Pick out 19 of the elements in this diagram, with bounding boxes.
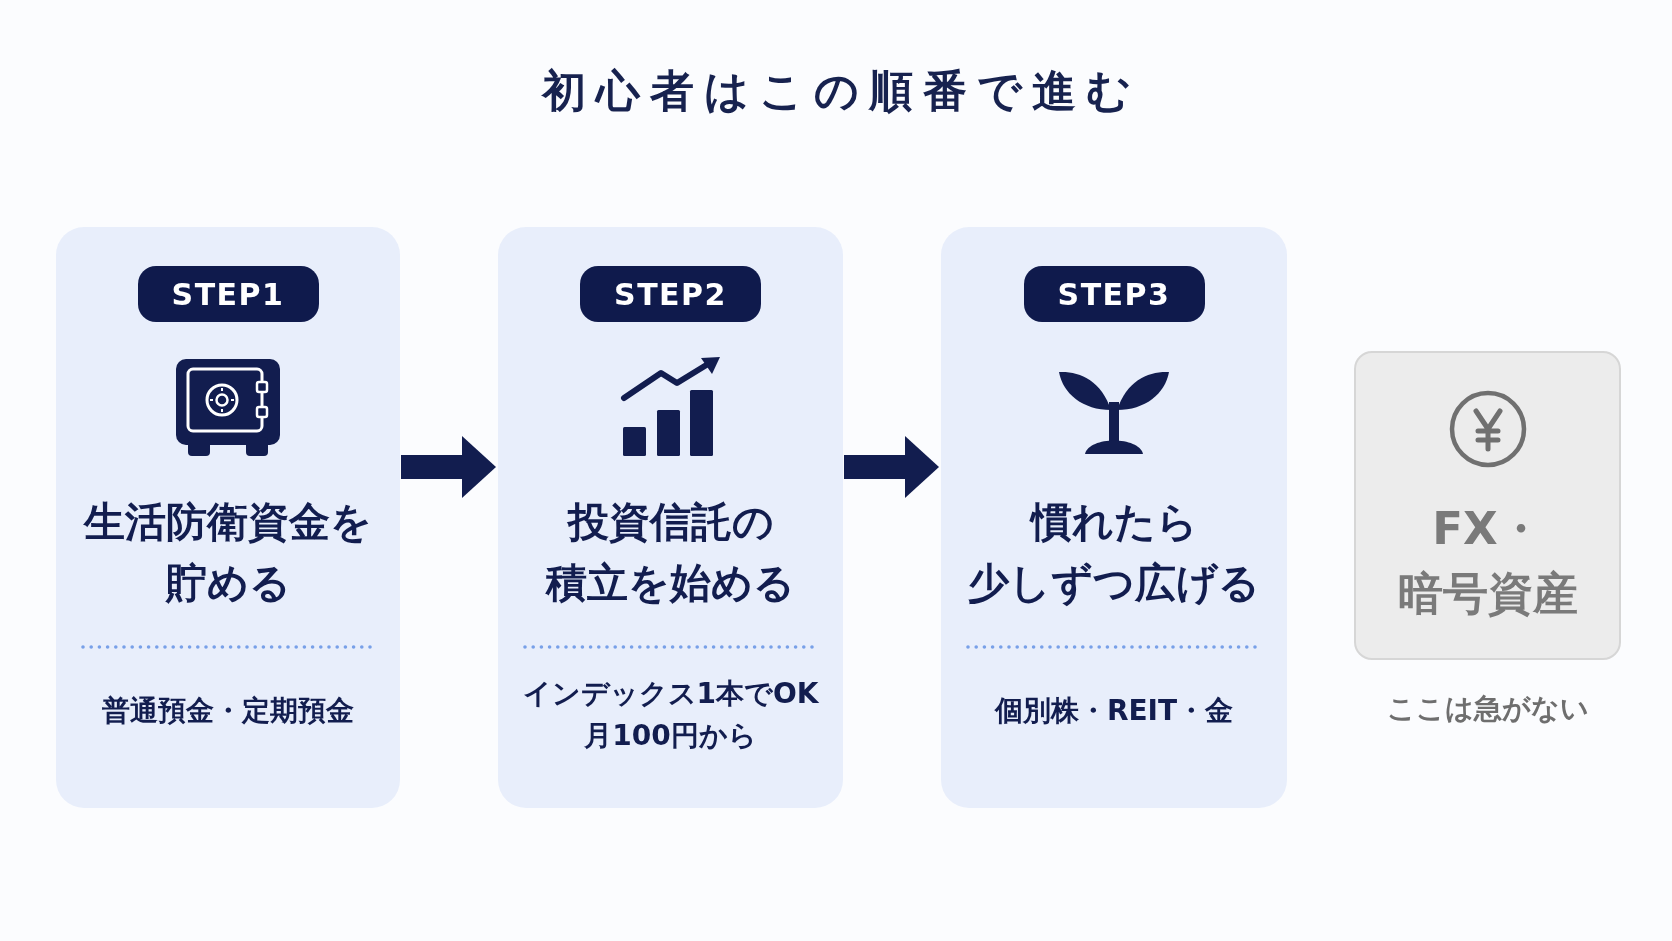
note-text: 個別株・REIT・金 bbox=[994, 693, 1234, 729]
caption-text: ここは急がない bbox=[1386, 691, 1589, 727]
step-heading: 慣れたら少しずつ広げる bbox=[968, 497, 1260, 609]
note-text: インデックス1本でOK bbox=[522, 676, 819, 712]
step-card bbox=[498, 227, 843, 808]
step-card bbox=[56, 227, 400, 808]
note-text: 普通預金・定期預金 bbox=[102, 693, 354, 729]
step-heading: 生活防衛資金を貯める bbox=[84, 497, 372, 609]
step-card bbox=[941, 227, 1287, 808]
step-badge: STEP2 bbox=[580, 266, 761, 322]
step-heading: 投資信託の積立を始める bbox=[546, 497, 795, 609]
title: 初心者はこの順番で進む bbox=[541, 64, 1141, 118]
note-text: 月100円から bbox=[584, 718, 757, 754]
card-heading: FX・暗号資産 bbox=[1397, 501, 1578, 622]
inactive-card bbox=[1354, 351, 1621, 660]
step-badge: STEP1 bbox=[137, 266, 319, 322]
arrow bbox=[401, 436, 496, 498]
arrow bbox=[844, 436, 939, 498]
step-badge: STEP3 bbox=[1023, 266, 1205, 322]
